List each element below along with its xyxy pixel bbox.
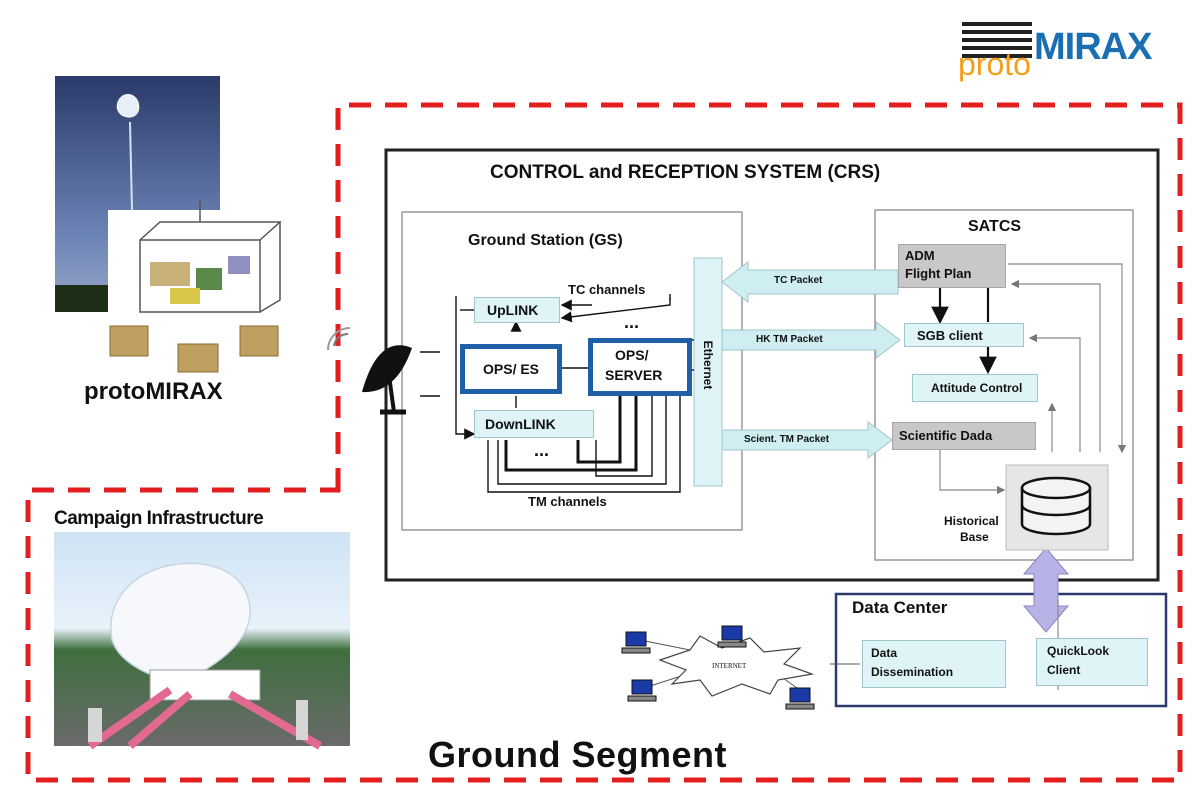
gondola-illustration <box>108 200 288 373</box>
crs-title: CONTROL and RECEPTION SYSTEM (CRS) <box>490 162 881 183</box>
tm-channels-label: TM channels <box>528 494 607 509</box>
ground-segment-label: Ground Segment <box>428 734 728 775</box>
tc-channels-label: TC channels <box>568 282 646 297</box>
logo-pattern <box>960 20 1034 66</box>
logo-mirax: MIRAX <box>1034 26 1152 68</box>
satcs-title: SATCS <box>968 218 1022 235</box>
satellite-dish-icon <box>327 327 412 415</box>
downlink-box[interactable]: DownLINK <box>474 410 594 438</box>
campaign-label: Campaign Infrastructure <box>54 508 264 529</box>
internet-label: INTERNET <box>712 662 747 670</box>
attitude-control-box[interactable]: Attitude Control <box>912 374 1038 402</box>
uplink-box[interactable]: UpLINK <box>474 297 560 323</box>
scient-packet-label: Scient. TM Packet <box>744 434 830 445</box>
historical-base-label-2: Base <box>960 530 989 544</box>
ops-server-box[interactable]: OPS/ SERVER <box>588 338 692 396</box>
computer-icon <box>621 625 815 710</box>
historical-base-label-1: Historical <box>944 514 999 528</box>
sgb-client-box[interactable]: SGB client <box>904 323 1024 347</box>
satcs-box <box>874 209 1134 561</box>
ops-es-box[interactable]: OPS/ ES <box>460 344 562 394</box>
logo-proto: proto <box>958 46 1031 82</box>
scient-packet-arrow <box>721 421 893 459</box>
data-center-title: Data Center <box>852 598 948 617</box>
ethernet-label: Ethernet <box>701 340 715 390</box>
ethernet-bar <box>693 257 723 487</box>
internet-cloud-icon <box>658 635 815 697</box>
data-center-link-arrow <box>1022 547 1070 633</box>
gs-box <box>401 211 743 531</box>
database-cylinder-icon <box>1020 476 1092 536</box>
dots-bottom: ... <box>534 440 550 460</box>
scientific-data-box[interactable]: Scientific Dada <box>892 422 1036 450</box>
hk-packet-arrow <box>721 321 901 359</box>
gs-title: Ground Station (GS) <box>468 232 623 249</box>
adm-flight-plan-box[interactable]: ADM Flight Plan <box>898 244 1006 288</box>
hk-packet-label: HK TM Packet <box>756 334 823 345</box>
dots-top: ... <box>624 312 640 332</box>
campaign-photo <box>54 532 350 750</box>
quicklook-client-box[interactable]: QuickLook Client <box>1036 638 1148 686</box>
data-dissemination-box[interactable]: Data Dissemination <box>862 640 1006 688</box>
tc-packet-label: TC Packet <box>774 275 823 286</box>
tc-packet-arrow <box>721 260 899 304</box>
protomirax-label: protoMIRAX <box>84 378 223 405</box>
